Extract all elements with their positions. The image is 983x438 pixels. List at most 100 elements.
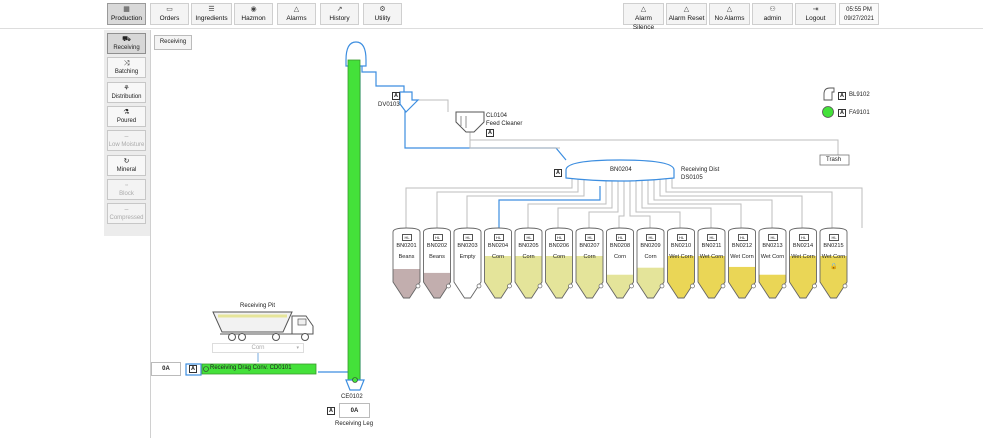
bin-bn0208[interactable] xyxy=(606,227,634,299)
nav-ingredients-button[interactable]: ☰ Ingredients xyxy=(191,3,232,25)
feed-cleaner xyxy=(455,111,485,133)
nav-history-button[interactable]: ↗ History xyxy=(320,3,359,25)
bin-content-label: Corn xyxy=(552,254,566,260)
no-alarms-button[interactable]: △ No Alarms xyxy=(709,3,750,25)
high-level-indicator: HL xyxy=(798,234,809,241)
receiving-distributor xyxy=(565,159,675,182)
sidebar-item-batching[interactable]: ⤨Batching xyxy=(107,57,146,79)
drag-auto-marker[interactable]: A xyxy=(189,365,197,373)
bin-content-label: Corn xyxy=(491,254,505,260)
high-level-indicator: HL xyxy=(768,234,778,241)
bin-content-label: Wet Corn xyxy=(669,254,693,260)
receiving-pit-label: Receiving Pit xyxy=(240,303,276,309)
bin-bn0202[interactable] xyxy=(423,227,451,299)
dist-auto-marker[interactable]: A xyxy=(554,169,562,177)
sidebar-item-label: Block xyxy=(119,190,134,197)
user-icon: ⚇ xyxy=(769,6,776,13)
nav-hazmon-label: Hazmon xyxy=(241,15,266,22)
cleaner-auto-marker[interactable]: A xyxy=(486,129,494,137)
bin-content-label: Corn xyxy=(583,254,596,260)
bin-content-label: Wet Corn xyxy=(821,254,846,260)
diverter-auto-marker[interactable]: A xyxy=(392,92,400,100)
bin-id-label: BN0210 xyxy=(670,243,692,249)
nav-production-button[interactable]: ▦ Production xyxy=(107,3,146,25)
high-level-indicator: HL xyxy=(524,234,534,241)
diverter-label[interactable]: DV0103 xyxy=(378,102,400,108)
blower-label: BL9102 xyxy=(849,92,870,98)
receiving-truck xyxy=(212,311,314,341)
dist-name-label: Receiving Dist xyxy=(681,167,720,173)
cleaner-to-trash-line xyxy=(469,132,839,155)
sidebar-item-label: Receiving xyxy=(113,45,140,51)
alarm-reset-label: Alarm Reset xyxy=(668,15,705,22)
nav-utility-button[interactable]: ⚙ Utility xyxy=(363,3,402,25)
nav-hazmon-button[interactable]: ◉ Hazmon xyxy=(234,3,273,25)
blower-symbol xyxy=(823,87,835,101)
alarm-reset-button[interactable]: △ Alarm Reset xyxy=(666,3,707,25)
bin-bn0213[interactable] xyxy=(758,227,787,299)
sidebar-item-label: Compressed xyxy=(109,215,144,222)
logout-button[interactable]: ⇥ Logout xyxy=(795,3,836,25)
user-button[interactable]: ⚇ admin xyxy=(752,3,793,25)
drag-conveyor-label[interactable]: Receiving Drag Conv. CD0101 xyxy=(210,365,292,371)
nav-alarms-button[interactable]: △ Alarms xyxy=(277,3,316,25)
pit-ingredient-select[interactable]: Corn ▾ xyxy=(212,343,304,353)
user-label: admin xyxy=(763,15,782,22)
bin-bn0212[interactable] xyxy=(728,227,756,299)
bin-id-label: BN0209 xyxy=(640,243,661,249)
fan-auto-marker[interactable]: A xyxy=(838,109,846,117)
fan-status-indicator xyxy=(822,106,834,118)
truck-icon: ⛟ xyxy=(122,36,131,43)
eye-icon: ◉ xyxy=(250,6,257,13)
high-level-indicator: HL xyxy=(554,234,565,241)
bin-content-label: Wet Corn xyxy=(730,254,754,260)
alarm-silence-button[interactable]: △ Alarm Silence xyxy=(623,3,664,31)
sidebar-item-receiving[interactable]: ⛟ Receiving xyxy=(107,33,146,54)
bin-bn0210[interactable] xyxy=(667,227,695,299)
high-level-indicator: HL xyxy=(615,234,626,241)
cleaner-name-label: Feed Cleaner xyxy=(486,121,523,127)
high-level-indicator: HL xyxy=(402,234,412,241)
blower-auto-marker[interactable]: A xyxy=(838,92,846,100)
dash-icon: – xyxy=(124,133,129,141)
dist-position-label: BN0204 xyxy=(610,167,632,173)
list-icon: ☰ xyxy=(208,6,215,13)
screen-title: Receiving xyxy=(159,39,187,45)
sidebar-item-poured[interactable]: ⚗Poured xyxy=(107,105,146,127)
high-level-indicator: HL xyxy=(829,234,839,241)
bin-id-label: BN0202 xyxy=(426,243,448,249)
nav-orders-button[interactable]: ▭ Orders xyxy=(150,3,189,25)
drag-amps-readout: 0A xyxy=(151,362,181,376)
screen-title-button[interactable]: Receiving xyxy=(154,35,192,50)
bin-id-label: BN0206 xyxy=(548,243,570,249)
distribution-icon: ⚘ xyxy=(123,84,130,92)
sidebar-item-label: Low Moisture xyxy=(108,142,145,149)
cycle-icon: ↻ xyxy=(123,157,130,165)
sidebar-item-mineral[interactable]: ↻Mineral xyxy=(107,154,146,176)
high-level-indicator: HL xyxy=(432,234,443,241)
chevron-down-icon: ▾ xyxy=(296,345,299,351)
leg-id-label: CE0102 xyxy=(341,394,363,400)
bin-content-label: Wet Corn xyxy=(699,254,724,260)
bin-content-label: Corn xyxy=(613,254,627,260)
sidebar-item-distribution[interactable]: ⚘Distribution xyxy=(107,81,146,103)
nav-orders-label: Orders xyxy=(159,15,180,22)
nav-utility-label: Utility xyxy=(374,15,391,22)
bin-content-label: Wet Corn xyxy=(791,254,815,260)
leg-auto-marker[interactable]: A xyxy=(327,407,335,415)
nav-ingredients-label: Ingredients xyxy=(195,15,228,22)
bin-bn0203[interactable] xyxy=(453,227,482,299)
lock-icon: 🔒 xyxy=(830,264,838,270)
